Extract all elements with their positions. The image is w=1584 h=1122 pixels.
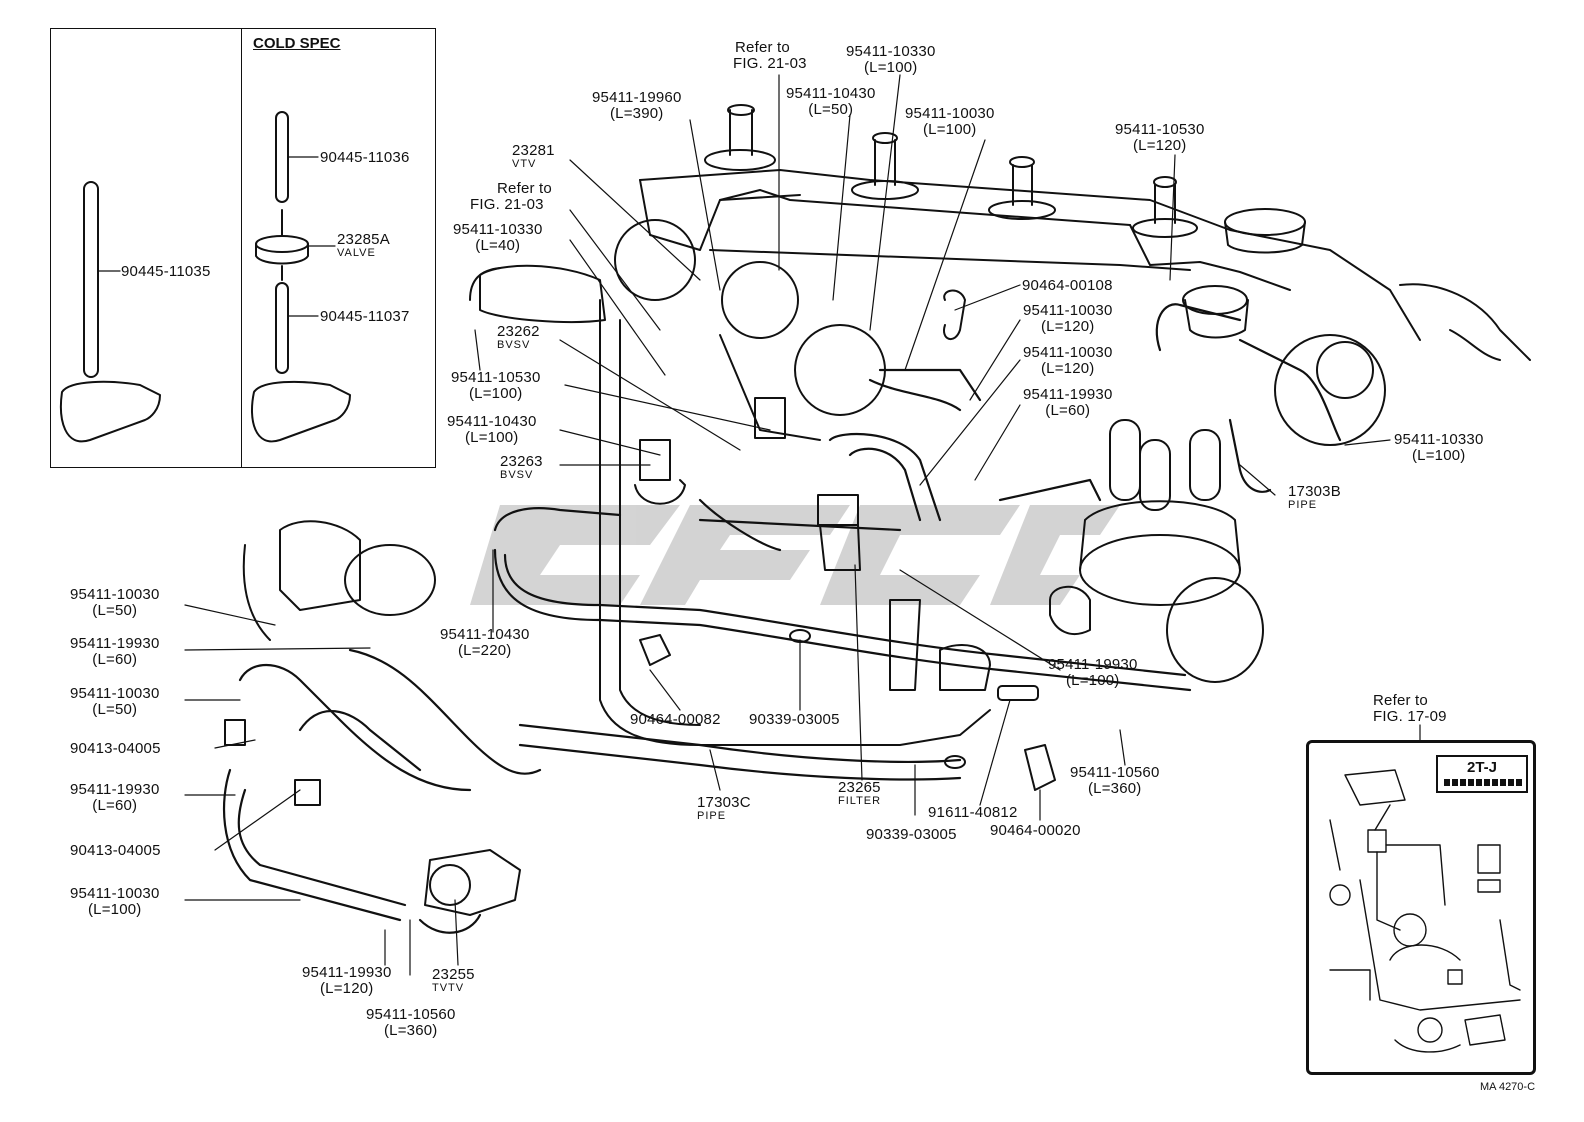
part-label: 95411-10330(L=100) bbox=[846, 43, 936, 76]
part-label: 95411-10430(L=50) bbox=[786, 85, 876, 118]
part-label: 95411-10030(L=120) bbox=[1023, 344, 1113, 377]
left-actuator bbox=[242, 520, 436, 641]
part-label: 90464-00082 bbox=[630, 711, 721, 728]
top-fittings bbox=[704, 104, 1306, 254]
part-label: 90339-03005 bbox=[749, 711, 840, 728]
part-label: 90464-00108 bbox=[1022, 277, 1113, 294]
part-label: 95411-10030(L=120) bbox=[1023, 302, 1113, 335]
part-label: 95411-19930(L=60) bbox=[1023, 386, 1113, 419]
inset-panel: COLD SPEC bbox=[50, 28, 436, 468]
clips bbox=[224, 289, 1056, 806]
engine-block bbox=[469, 169, 1531, 746]
part-label: 95411-10030(L=100) bbox=[905, 105, 995, 138]
part-label: 90339-03005 bbox=[866, 826, 957, 843]
part-label: 95411-19930(L=120) bbox=[302, 964, 392, 997]
part-label: 95411-10030(L=50) bbox=[70, 685, 160, 718]
part-label: 95411-10430(L=220) bbox=[440, 626, 530, 659]
part-label: 95411-10430(L=100) bbox=[447, 413, 537, 446]
vacuum-unit-right bbox=[1182, 285, 1386, 446]
watermark-logo bbox=[470, 505, 1120, 605]
part-label: 95411-10330(L=40) bbox=[453, 221, 543, 254]
part-label: 95411-10560(L=360) bbox=[366, 1006, 456, 1039]
part-label: 95411-10530(L=100) bbox=[451, 369, 541, 402]
part-label: 95411-10560(L=360) bbox=[1070, 764, 1160, 797]
drawing-code: MA 4270-C bbox=[1480, 1081, 1536, 1093]
vacuum-hoses bbox=[222, 303, 1342, 934]
part-label: 90413-04005 bbox=[70, 842, 161, 859]
part-label: 90413-04005 bbox=[70, 740, 161, 757]
part-label: 95411-19930(L=60) bbox=[70, 781, 160, 814]
part-label: 95411-10030(L=100) bbox=[70, 885, 160, 918]
ref-fig-17-09: Refer to FIG. 17-09 bbox=[1373, 692, 1447, 725]
part-label: 95411-19930(L=100) bbox=[1048, 656, 1138, 689]
inset-left-part: 90445-11035 bbox=[121, 263, 211, 280]
ref-fig-21-03-top: Refer to FIG. 21-03 bbox=[733, 39, 807, 72]
cold-spec-title: COLD SPEC bbox=[253, 35, 341, 52]
inset-cold-part-3: 90445-11037 bbox=[320, 308, 410, 325]
part-label: 95411-10330(L=100) bbox=[1394, 431, 1484, 464]
part-label: 95411-10530(L=120) bbox=[1115, 121, 1205, 154]
inset-divider bbox=[241, 29, 242, 467]
part-label: 91611-40812 bbox=[928, 804, 1018, 821]
engine-code-bar bbox=[1444, 779, 1522, 786]
distributor bbox=[1049, 419, 1264, 683]
inset-cold-part-2: 23285A VALVE bbox=[337, 231, 390, 259]
part-label: 95411-10030(L=50) bbox=[70, 586, 160, 619]
ref-fig-21-03-left: Refer to FIG. 21-03 bbox=[470, 180, 552, 213]
vacuum-hose-map: 2T-J bbox=[1306, 740, 1536, 1075]
engine-code-tag: 2T-J bbox=[1436, 755, 1528, 793]
leader-lines bbox=[184, 74, 1421, 976]
engine-code: 2T-J bbox=[1466, 759, 1497, 776]
inset-cold-part-1: 90445-11036 bbox=[320, 149, 410, 166]
vacuum-map-drawing bbox=[1329, 769, 1521, 1053]
part-label: 95411-19960(L=390) bbox=[592, 89, 682, 122]
tvtv-valve bbox=[424, 849, 521, 916]
part-label: 95411-19930(L=60) bbox=[70, 635, 160, 668]
part-label: 90464-00020 bbox=[990, 822, 1081, 839]
inset-tubes bbox=[59, 111, 351, 443]
